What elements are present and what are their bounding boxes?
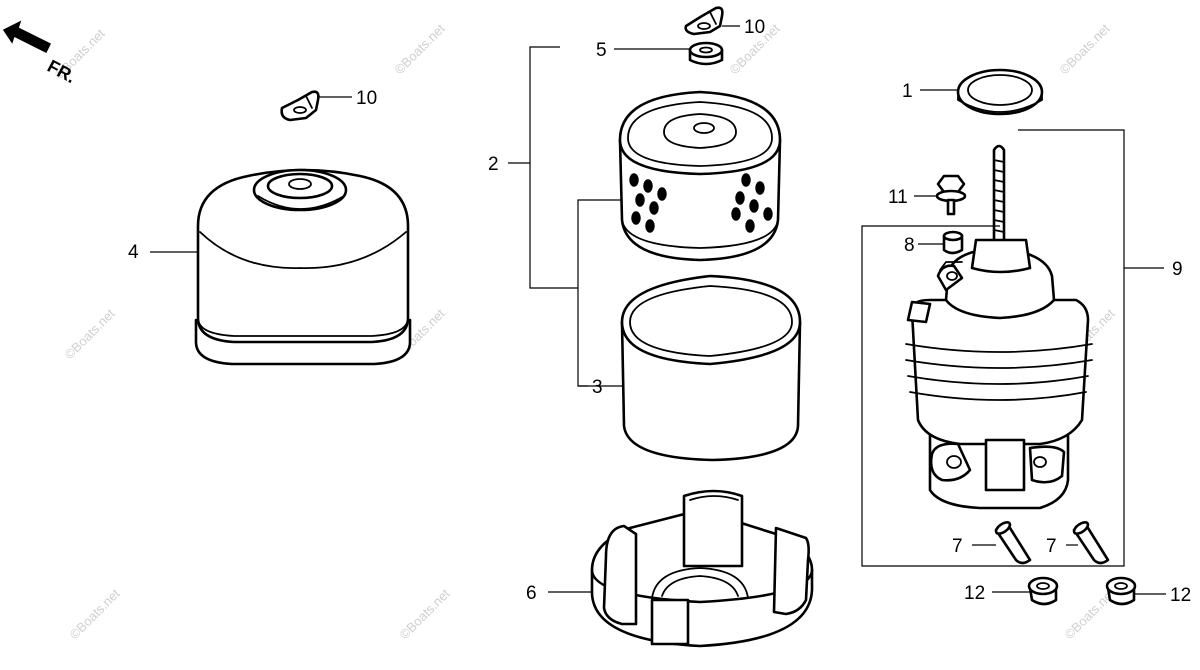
air-cleaner-cover (194, 168, 412, 366)
element-holes (629, 173, 773, 233)
bracket-9 (861, 129, 1125, 567)
bracket-2 (529, 46, 578, 289)
arrow-icon (2, 20, 52, 54)
element-case (590, 489, 814, 648)
callout-10-left: 10 (356, 88, 377, 109)
grommet-12-left (1027, 576, 1059, 606)
grommet-12-right (1105, 576, 1137, 606)
callout-3: 3 (592, 377, 603, 398)
grommet-5 (688, 41, 724, 66)
paper-element (618, 90, 782, 262)
callout-12-right: 12 (1170, 585, 1191, 606)
air-cleaner-case (905, 144, 1093, 510)
callout-9: 9 (1172, 259, 1183, 280)
watermark: ©Boats.net (67, 586, 123, 642)
callout-7-left: 7 (952, 536, 963, 557)
callout-1: 1 (902, 81, 913, 102)
watermark: ©Boats.net (1057, 21, 1113, 77)
callout-11: 11 (888, 187, 908, 208)
watermark: ©Boats.net (62, 306, 118, 362)
callout-7-right: 7 (1046, 536, 1057, 557)
callout-10-top: 10 (744, 17, 765, 38)
callout-5: 5 (596, 40, 607, 61)
wing-nut-top (684, 6, 724, 36)
wing-nut-left (280, 90, 320, 122)
foam-element (620, 274, 802, 462)
tube-left (994, 521, 1032, 565)
callout-4: 4 (128, 242, 139, 263)
callout-2: 2 (488, 154, 499, 175)
callout-numbers: 10 10 5 2 3 4 6 1 11 8 9 7 7 12 12 (128, 17, 1191, 606)
gasket (956, 68, 1044, 116)
callout-8: 8 (904, 235, 915, 256)
callout-6: 6 (526, 583, 537, 604)
bracket-3 (577, 199, 622, 387)
watermark: ©Boats.net (397, 586, 453, 642)
flange-bolt (935, 174, 967, 216)
watermark: ©Boats.net (392, 21, 448, 77)
tube-right (1072, 521, 1110, 565)
collar (942, 230, 964, 255)
callout-12-left: 12 (964, 583, 985, 604)
leader-lines (150, 25, 1166, 595)
